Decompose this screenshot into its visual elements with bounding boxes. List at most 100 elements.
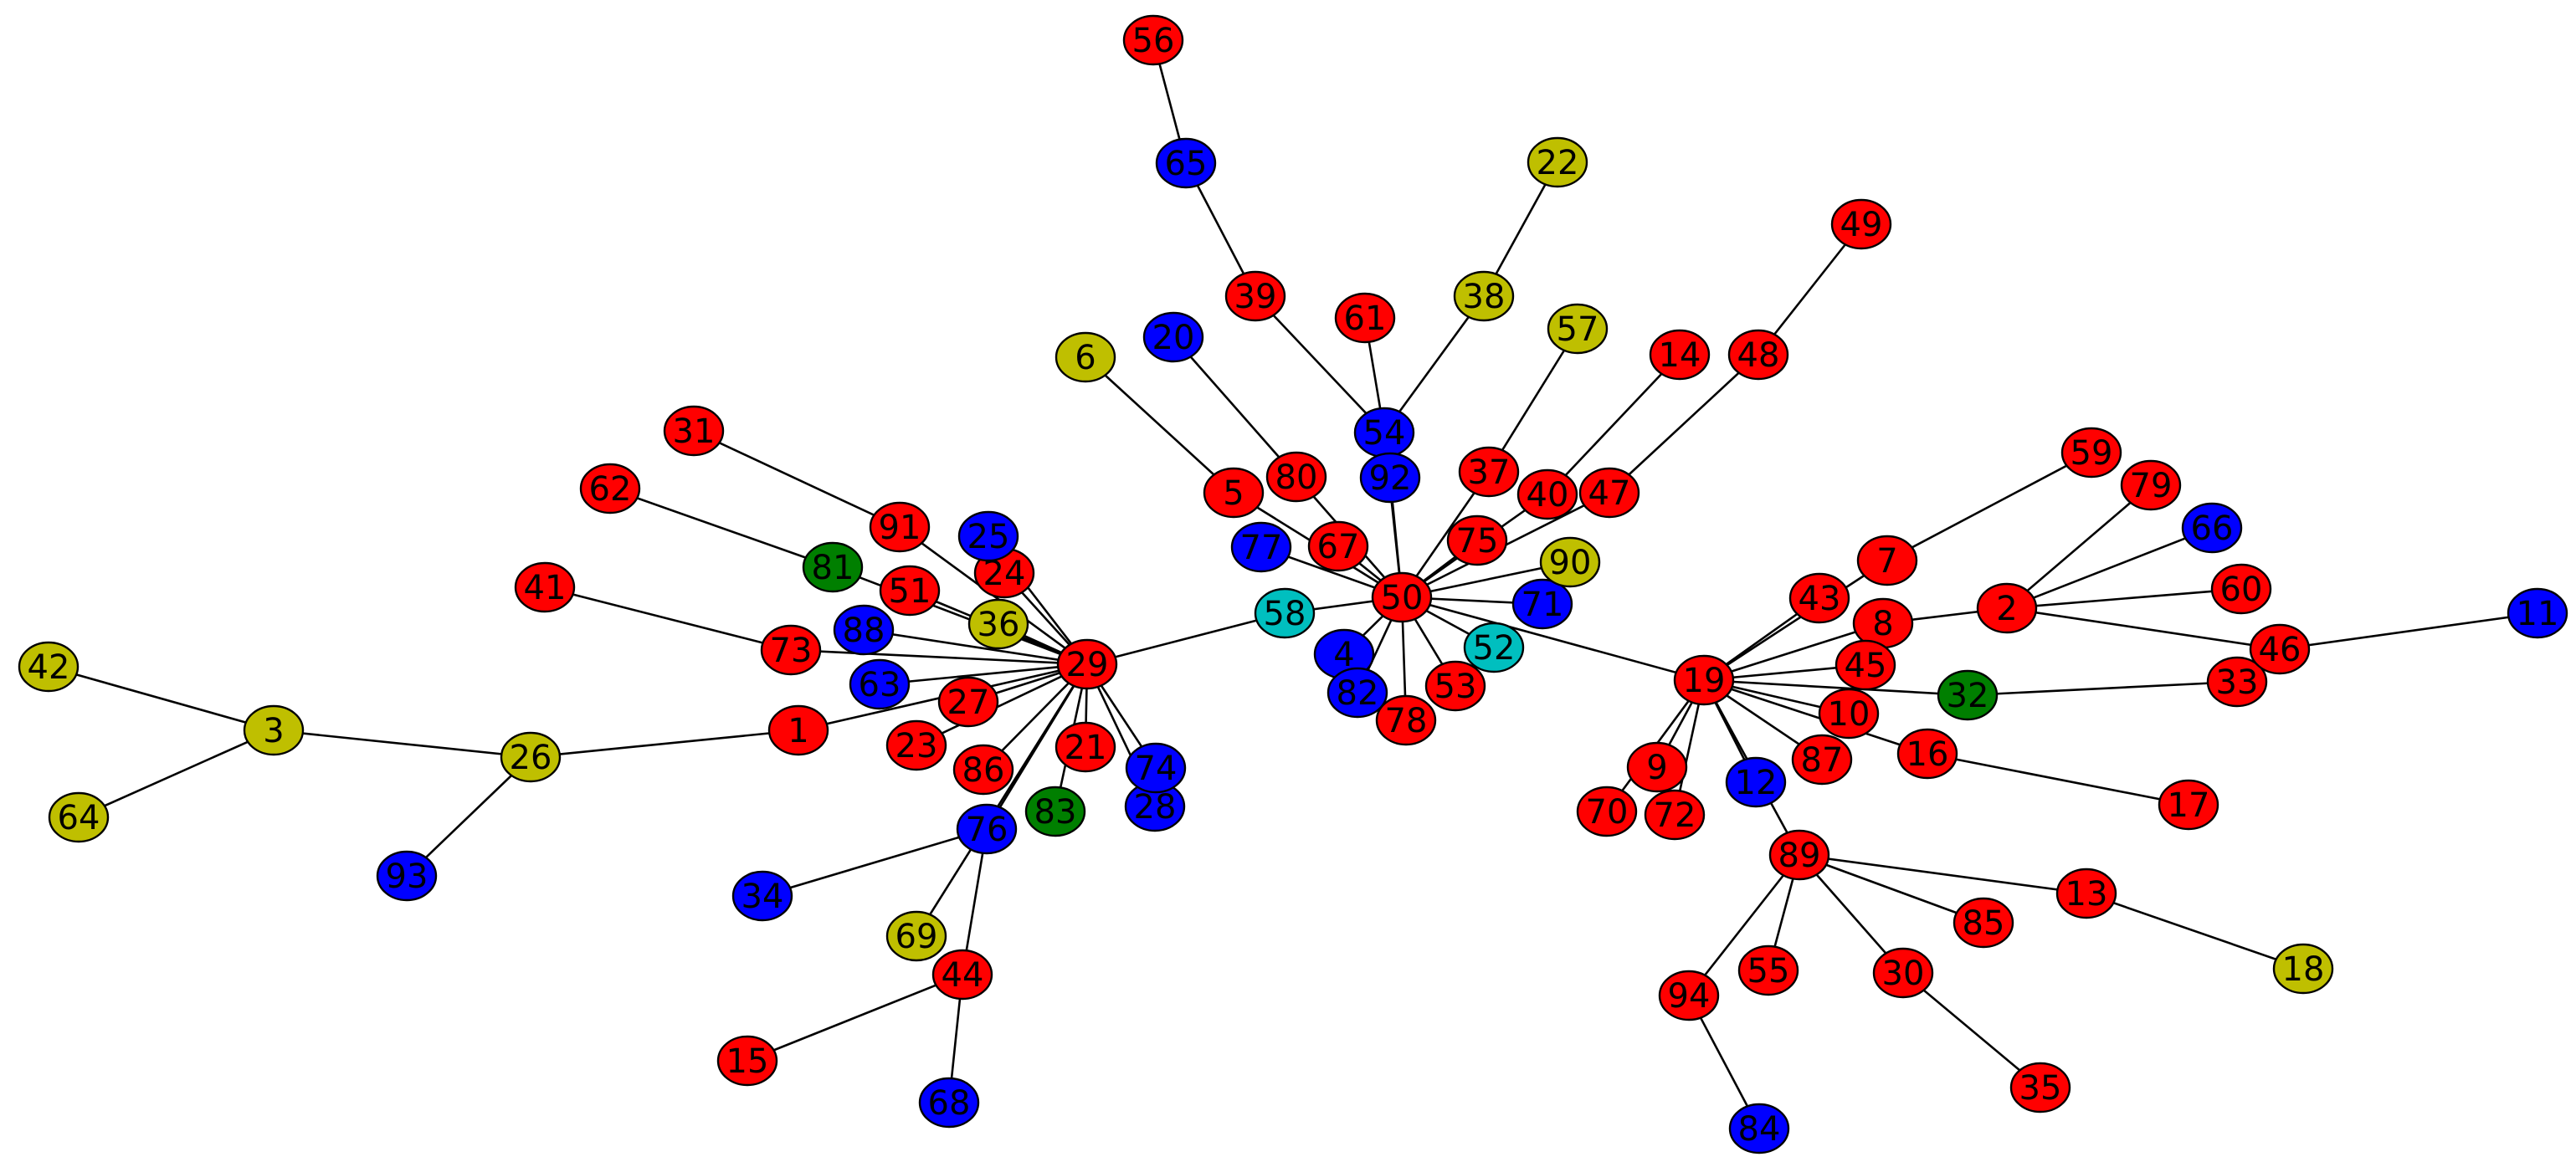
edge-7-59	[1886, 451, 2092, 562]
node-circle	[1937, 669, 1999, 721]
node-label: 28	[1134, 788, 1177, 827]
node-circle	[918, 1077, 980, 1129]
edge-19-32	[1703, 678, 1968, 697]
node-label: 90	[1549, 544, 1592, 582]
node-label: 91	[879, 509, 921, 547]
node-circle	[2181, 502, 2243, 554]
node-86: 86	[952, 744, 1014, 796]
node-label: 5	[1223, 474, 1244, 513]
node-2: 2	[1976, 582, 2038, 634]
node-19: 19	[1673, 654, 1735, 706]
node-label: 56	[1132, 22, 1175, 60]
edge-37-57	[1487, 328, 1579, 473]
edge-40-14	[1547, 354, 1681, 495]
node-85: 85	[1953, 897, 2014, 949]
node-92: 92	[1359, 452, 1421, 504]
node-89: 89	[1768, 829, 1830, 881]
node-77: 77	[1230, 521, 1292, 573]
node-60: 60	[2210, 563, 2272, 615]
node-circle	[937, 676, 999, 728]
node-label: 23	[895, 727, 938, 765]
node-circle	[1446, 514, 1508, 566]
node-33: 33	[2206, 656, 2268, 708]
node-label: 43	[1799, 580, 1841, 618]
node-73: 73	[760, 624, 822, 676]
node-circle	[514, 561, 576, 613]
node-circle	[2249, 623, 2311, 675]
node-circle	[1122, 14, 1184, 66]
node-circle	[1576, 786, 1638, 837]
node-circle	[2158, 779, 2219, 831]
node-circle	[1725, 756, 1787, 808]
node-circle	[833, 604, 895, 656]
node-13: 13	[2055, 868, 2117, 919]
node-label: 9	[1646, 749, 1667, 787]
node-label: 35	[2019, 1069, 2062, 1108]
node-label: 3	[263, 712, 284, 750]
node-58: 58	[1254, 587, 1316, 639]
edge-44-15	[747, 973, 963, 1062]
node-circle	[18, 641, 80, 693]
edge-54-39	[1255, 295, 1385, 433]
node-circle	[885, 719, 947, 771]
node-83: 83	[1024, 786, 1086, 837]
node-label: 32	[1947, 677, 1989, 715]
node-circle	[1768, 829, 1830, 881]
edge-81-62	[609, 487, 834, 569]
node-label: 71	[1521, 586, 1564, 624]
node-circle	[885, 910, 947, 962]
edge-89-94	[1687, 854, 1801, 996]
node-circle	[1788, 572, 1850, 624]
node-circle	[663, 405, 725, 457]
node-circle	[579, 463, 641, 514]
node-5: 5	[1203, 467, 1265, 519]
node-37: 37	[1458, 446, 1520, 498]
node-38: 38	[1453, 270, 1515, 322]
node-label: 17	[2168, 786, 2210, 825]
node-circle	[1818, 688, 1880, 740]
node-label: 31	[673, 412, 716, 451]
node-label: 8	[1872, 605, 1893, 643]
node-56: 56	[1122, 14, 1184, 66]
node-label: 4	[1333, 636, 1354, 674]
node-circle	[1326, 667, 1388, 719]
node-label: 38	[1463, 278, 1506, 316]
node-circle	[2060, 427, 2122, 479]
node-72: 72	[1644, 789, 1706, 841]
node-circle	[1334, 292, 1396, 344]
node-label: 20	[1152, 319, 1195, 357]
node-circle	[376, 850, 438, 902]
node-69: 69	[885, 910, 947, 962]
node-label: 41	[524, 569, 567, 607]
node-circle	[1307, 520, 1369, 572]
node-48: 48	[1727, 329, 1789, 381]
edge-76-34	[762, 827, 988, 898]
node-81: 81	[802, 541, 864, 593]
node-1: 1	[767, 704, 829, 756]
node-circle	[1976, 582, 2038, 634]
node-63: 63	[849, 658, 911, 710]
node-circle	[767, 704, 829, 756]
node-62: 62	[579, 463, 641, 514]
node-9: 9	[1626, 741, 1688, 793]
node-label: 16	[1906, 735, 1949, 774]
node-label: 61	[1344, 299, 1387, 338]
node-circle	[1791, 734, 1853, 786]
edge-5-6	[1085, 356, 1234, 494]
node-label: 15	[726, 1042, 769, 1081]
node-76: 76	[956, 803, 1018, 855]
node-3: 3	[243, 704, 305, 756]
node-label: 75	[1456, 522, 1499, 561]
node-label: 51	[889, 572, 931, 611]
graph-edges	[48, 39, 2538, 1129]
node-label: 25	[967, 518, 1010, 556]
node-label: 86	[962, 751, 1005, 790]
node-52: 52	[1463, 622, 1525, 673]
node-79: 79	[2120, 459, 2182, 511]
node-circle	[1649, 329, 1711, 381]
node-circle	[760, 624, 822, 676]
node-label: 46	[2259, 631, 2301, 669]
node-label: 29	[1066, 646, 1109, 684]
node-28: 28	[1124, 781, 1186, 832]
node-label: 12	[1735, 764, 1778, 802]
